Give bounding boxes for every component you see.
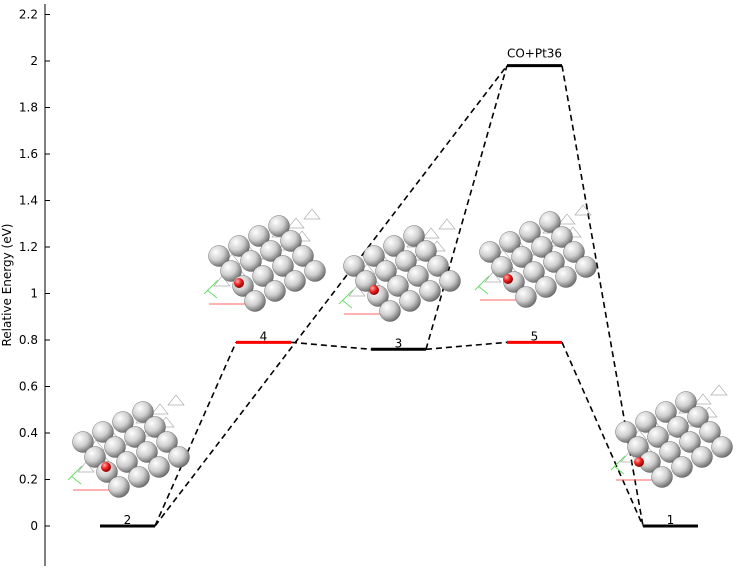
connection-line (425, 341, 508, 351)
y-tick-label: 1.8 (19, 101, 38, 115)
y-tick-label: 0.6 (19, 380, 38, 394)
energy-level-label: 5 (531, 329, 539, 343)
structure-images (67, 204, 733, 498)
y-tick-label: 0.4 (19, 426, 38, 440)
y-tick-label: 1 (30, 287, 38, 301)
structure-image (67, 394, 190, 498)
connection-line (561, 342, 644, 527)
structure-image (610, 384, 733, 488)
energy-level-label: 3 (395, 336, 403, 350)
y-tick-label: 0.2 (19, 473, 38, 487)
adsorbate-atom (234, 278, 244, 288)
y-tick-label: 1.4 (19, 194, 38, 208)
adsorbate-atom (369, 285, 379, 295)
connection-line (154, 342, 237, 527)
y-tick-label: 2.2 (19, 8, 38, 22)
y-axis: 0 0.2 0.4 0.6 0.8 1 1.2 1.4 1.6 1.8 2 2.2 (19, 4, 50, 566)
energy-level-label: CO+Pt36 (507, 47, 562, 61)
energy-levels: 2 4 3 CO+Pt36 5 1 (100, 47, 698, 528)
energy-level-label: 2 (124, 513, 132, 527)
y-tick-label: 1.2 (19, 240, 38, 254)
connection-line (425, 65, 508, 350)
y-tick-label: 1.6 (19, 147, 38, 161)
structure-image (474, 204, 597, 308)
structure-image (203, 208, 326, 312)
adsorbate-atom (101, 462, 111, 472)
connection-line (290, 341, 372, 351)
connection-line (561, 65, 644, 527)
adsorbate-atom (634, 457, 644, 467)
energy-level-label: 1 (667, 513, 675, 527)
connection-line (154, 65, 508, 527)
connection-lines (154, 65, 644, 527)
y-axis-title: Relative Energy (eV) (0, 224, 14, 347)
adsorbate-atom (503, 274, 513, 284)
y-tick-label: 2 (30, 54, 38, 68)
structure-image (338, 218, 461, 322)
y-tick-label: 0 (30, 519, 38, 533)
energy-level-label: 4 (260, 329, 268, 343)
y-tick-label: 0.8 (19, 333, 38, 347)
